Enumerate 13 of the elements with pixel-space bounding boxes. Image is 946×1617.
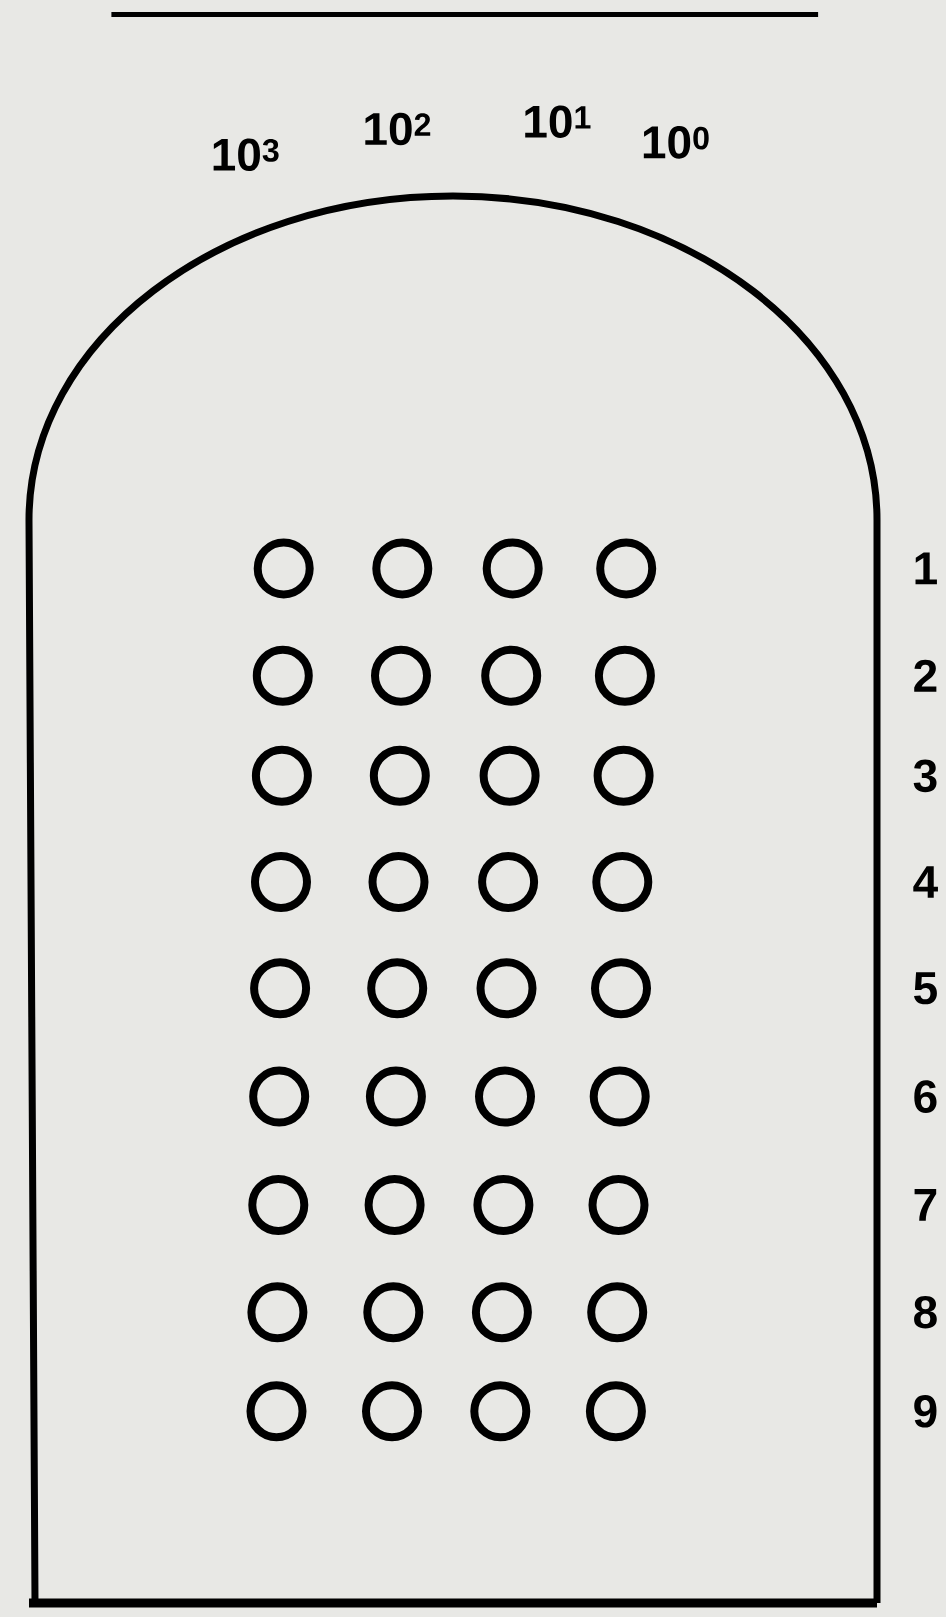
row-number: 8: [914, 1295, 937, 1329]
row-number: 9: [914, 1395, 937, 1428]
place-value-label: 10$^{1}$: [525, 105, 591, 138]
row-number: 6: [914, 1080, 937, 1113]
row-number: 4: [913, 866, 938, 898]
row-number: 5: [914, 972, 937, 1005]
row-number: 2: [914, 659, 937, 692]
row-number: 1: [915, 552, 937, 585]
place-value-label: 10$^{0}$: [643, 126, 709, 159]
place-value-label: 10$^{3}$: [213, 138, 279, 171]
row-number: 7: [914, 1189, 937, 1221]
place-value-label: 10$^{2}$: [365, 112, 431, 146]
row-number: 3: [913, 759, 937, 793]
